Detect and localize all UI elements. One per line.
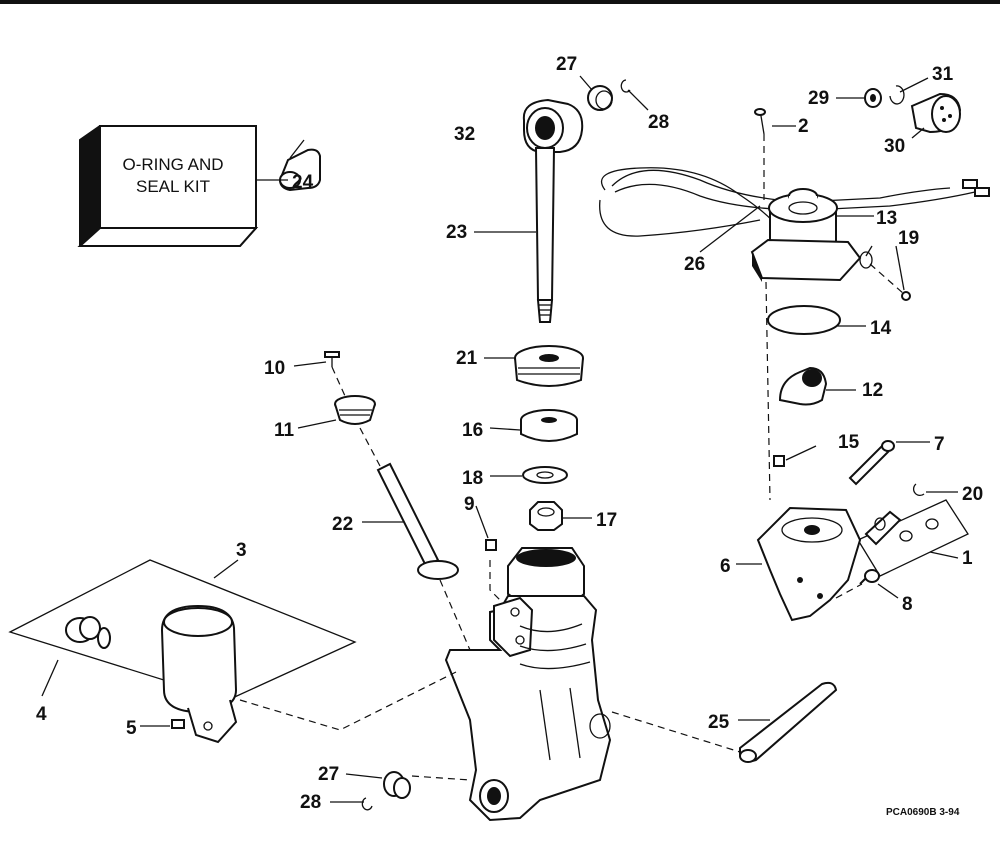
callout-20: 20 [962, 484, 983, 505]
callout-2: 2 [798, 116, 809, 137]
top-rule [0, 0, 1000, 4]
callout-15: 15 [838, 432, 860, 453]
trim-rod-assembly [278, 79, 631, 323]
callout-30: 30 [884, 136, 905, 157]
seal-kit-box: O-RING AND SEAL KIT [77, 125, 259, 247]
callout-18: 18 [462, 468, 483, 489]
leader-lines [41, 75, 959, 803]
callout-32: 32 [454, 124, 475, 145]
tube-assembly [324, 351, 497, 580]
callout-16: 16 [462, 420, 483, 441]
pivot-pin [739, 681, 838, 763]
callout-28-bottom: 28 [300, 792, 321, 813]
assembly-lines [239, 134, 905, 781]
main-housing [444, 547, 612, 822]
callout-labels: 1 2 3 4 5 6 7 8 9 10 11 12 13 14 15 16 1… [36, 54, 983, 813]
pivot-bushing-parts [361, 771, 411, 811]
callout-21: 21 [456, 348, 478, 369]
callout-10: 10 [264, 358, 285, 379]
callout-25: 25 [708, 712, 730, 733]
callout-22: 22 [332, 514, 353, 535]
callout-14: 14 [870, 318, 892, 339]
reservoir-assembly [8, 559, 357, 744]
kit-label-line1: O-RING AND [122, 155, 223, 174]
motor-assembly [599, 85, 990, 406]
callout-17: 17 [596, 510, 617, 531]
callout-4: 4 [36, 704, 47, 725]
callout-29: 29 [808, 88, 829, 109]
callout-1: 1 [962, 548, 973, 569]
callout-27-top: 27 [556, 54, 577, 75]
callout-8: 8 [902, 594, 913, 615]
callout-19: 19 [898, 228, 919, 249]
callout-31: 31 [932, 64, 954, 85]
figure-code: PCA0690B 3-94 [886, 807, 960, 818]
center-stack-parts [514, 345, 584, 531]
callout-5: 5 [126, 718, 137, 739]
callout-7: 7 [934, 434, 945, 455]
callout-12: 12 [862, 380, 883, 401]
callout-27-bottom: 27 [318, 764, 339, 785]
callout-9: 9 [464, 494, 475, 515]
callout-11: 11 [274, 420, 295, 441]
pump-assembly [756, 440, 969, 622]
callout-23: 23 [446, 222, 467, 243]
callout-26: 26 [684, 254, 705, 275]
callout-3: 3 [236, 540, 247, 561]
callout-13: 13 [876, 208, 897, 229]
callout-6: 6 [720, 556, 731, 577]
callout-28-top: 28 [648, 112, 669, 133]
kit-label-line2: SEAL KIT [136, 177, 210, 196]
callout-24: 24 [292, 172, 314, 193]
